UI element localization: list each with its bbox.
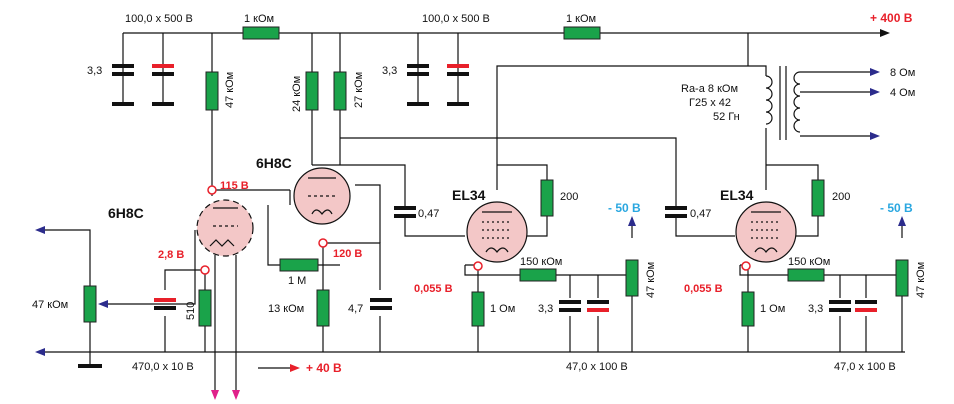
output-transformer — [765, 66, 801, 140]
label-cap-3-3-d: 3,3 — [808, 303, 823, 315]
resistor-200-b — [811, 179, 825, 217]
resistor-1ohm-a — [471, 291, 485, 327]
cap-0-47-a — [394, 206, 416, 218]
resistor-47k-c — [895, 259, 909, 297]
label-res-510: 510 — [185, 302, 197, 320]
label-res-47k-a: 47 кОм — [224, 72, 236, 108]
label-out-8: 8 Ом — [890, 67, 915, 79]
label-res-200-b: 200 — [832, 191, 850, 203]
resistor-47k-b — [625, 259, 639, 297]
cap-3-3-d — [829, 300, 877, 312]
arrow-pot-wiper — [98, 300, 108, 308]
arrow-out-8 — [870, 68, 880, 76]
capacitors — [78, 64, 877, 368]
label-res-27k: 27 кОм — [353, 72, 365, 108]
label-res-24k: 24 кОм — [291, 76, 303, 112]
resistors — [83, 26, 909, 327]
label-cap-4-7: 4,7 — [348, 303, 363, 315]
cap-4-7 — [370, 298, 392, 310]
arrow-bias-b — [898, 216, 906, 226]
label-cap-100-500-b: 100,0 x 500 В — [422, 13, 490, 25]
label-res-47k-b: 47 кОм — [645, 262, 657, 298]
cap-0-47-b — [665, 206, 687, 218]
resistor-27k — [333, 71, 347, 111]
arrows — [35, 29, 906, 400]
label-xfmr-1: Ra-a 8 кОм — [681, 83, 738, 95]
cap-3-3-b — [407, 64, 429, 106]
label-cap-470-10: 470,0 x 10 В — [132, 361, 194, 373]
label-tube-v3: EL34 — [452, 187, 486, 203]
label-v2-8: 2,8 В — [158, 249, 184, 261]
label-res-150k-a: 150 кОм — [520, 256, 562, 268]
resistor-200-a — [540, 179, 554, 217]
resistor-24k — [305, 71, 319, 111]
label-res-1k-b: 1 кОм — [566, 13, 596, 25]
label-minus50-a: - 50 В — [608, 201, 641, 215]
label-res-47k-c: 47 кОм — [915, 262, 927, 298]
label-minus50-b: - 50 В — [880, 201, 913, 215]
resistor-1ohm-b — [741, 291, 755, 327]
arrow-out-com — [870, 132, 880, 140]
label-cap-3-3-c: 3,3 — [538, 303, 553, 315]
arrow-out-4 — [870, 88, 880, 96]
label-res-13k: 13 кОм — [268, 303, 304, 315]
cap-red-a — [152, 64, 174, 106]
arrow-ground — [35, 348, 45, 356]
label-cap-0-47-b: 0,47 — [690, 208, 711, 220]
resistor-13k — [316, 289, 330, 327]
arrow-input — [35, 226, 45, 234]
tube-v2 — [293, 167, 351, 225]
resistor-1m — [279, 258, 319, 272]
label-v0055-a: 0,055 В — [414, 283, 453, 295]
resistor-1k-a — [242, 26, 280, 40]
label-v115: 115 В — [220, 180, 249, 192]
label-cap-3-3-b: 3,3 — [382, 65, 397, 77]
label-tube-v2: 6Н8С — [256, 155, 292, 171]
label-res-1ohm-b: 1 Ом — [760, 303, 785, 315]
resistor-150k-b — [787, 268, 825, 282]
arrow-b-plus — [880, 29, 890, 37]
label-plus400: + 400 В — [870, 11, 913, 25]
label-res-1ohm-a: 1 Ом — [490, 303, 515, 315]
node-markers — [200, 185, 751, 275]
label-v0055-b: 0,055 В — [684, 283, 723, 295]
labels: 100,0 x 500 В 1 кОм 100,0 x 500 В 1 кОм … — [32, 11, 927, 375]
tube-v3 — [466, 201, 528, 263]
cap-3-3-c — [559, 300, 609, 312]
label-cap-100-500-a: 100,0 x 500 В — [125, 13, 193, 25]
label-v120: 120 В — [333, 248, 362, 260]
cap-3-3-a — [112, 64, 134, 106]
resistor-150k-a — [519, 268, 557, 282]
label-cap-47-100-b: 47,0 x 100 В — [834, 361, 896, 373]
resistor-510 — [198, 289, 212, 327]
label-cap-0-47-a: 0,47 — [418, 208, 439, 220]
resistor-1k-b — [563, 26, 601, 40]
label-res-150k-b: 150 кОм — [788, 256, 830, 268]
arrow-plus40 — [290, 364, 300, 372]
tube-v1 — [196, 199, 254, 257]
label-tube-v4: EL34 — [720, 187, 754, 203]
label-cap-3-3-a: 3,3 — [87, 65, 102, 77]
label-plus40: + 40 В — [306, 361, 342, 375]
arrow-bias-a — [628, 216, 636, 226]
label-cap-47-100-a: 47,0 x 100 В — [566, 361, 628, 373]
resistor-47k-a — [205, 71, 219, 111]
label-res-200-a: 200 — [560, 191, 578, 203]
arrow-heater-a — [211, 390, 219, 400]
label-xfmr-3: 52 Гн — [713, 111, 740, 123]
arrow-heater-b — [232, 390, 240, 400]
label-out-4: 4 Ом — [890, 87, 915, 99]
label-res-1m: 1 М — [288, 275, 306, 287]
label-res-47k-pot: 47 кОм — [32, 299, 68, 311]
label-tube-v1: 6Н8С — [108, 205, 144, 221]
wiring — [45, 32, 905, 395]
label-xfmr-2: Г25 x 42 — [689, 97, 731, 109]
resistor-pot-47k — [83, 285, 97, 323]
tube-v4 — [735, 201, 797, 263]
cap-470-10 — [154, 298, 176, 310]
label-res-1k-a: 1 кОм — [244, 13, 274, 25]
cap-red-b — [447, 64, 469, 106]
